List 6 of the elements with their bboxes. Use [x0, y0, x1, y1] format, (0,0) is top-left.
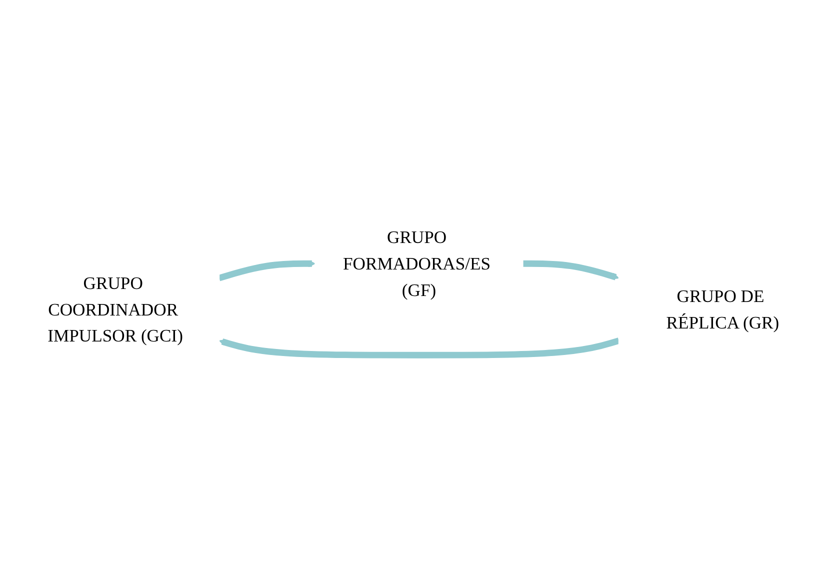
node-text: GRUPO DE RÉPLICA (GR) — [666, 286, 780, 333]
arrow — [522, 260, 620, 280]
arrow — [218, 260, 316, 282]
arrow — [218, 338, 620, 358]
node-text: GRUPO COORDINADOR IMPULSOR (GCI) — [48, 273, 183, 346]
node-text: GRUPO FORMADORAS/ES (GF) — [343, 227, 491, 300]
